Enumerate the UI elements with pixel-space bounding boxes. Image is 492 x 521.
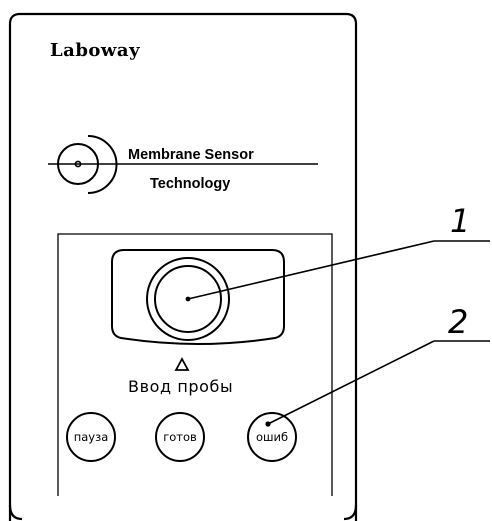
membrane-sensor-logo-icon xyxy=(48,135,318,194)
callout-2: 2 xyxy=(267,303,490,425)
control-panel xyxy=(57,233,333,496)
callout-2-number: 2 xyxy=(448,303,468,341)
callout-1-leader xyxy=(187,240,435,300)
brand-logo: Laboway xyxy=(50,40,140,61)
pause-button[interactable]: пауза xyxy=(66,412,116,462)
device-body-bottom-left xyxy=(8,504,23,521)
ready-button-label: готов xyxy=(163,430,197,444)
callout-2-leader xyxy=(267,340,435,425)
pause-button-label: пауза xyxy=(74,430,109,444)
device-body-bottom-right xyxy=(343,504,358,521)
ready-button[interactable]: готов xyxy=(155,412,205,462)
error-button-label: ошиб xyxy=(256,430,288,444)
sensor-label-line1: Membrane Sensor xyxy=(128,147,254,163)
callout-1: 1 xyxy=(187,202,490,300)
sample-input-arrow-icon xyxy=(174,357,190,371)
sensor-label-line2: Technology xyxy=(150,176,230,192)
device-body xyxy=(8,12,358,521)
error-button[interactable]: ошиб xyxy=(247,412,297,462)
callout-1-number: 1 xyxy=(450,202,470,240)
sample-input-port[interactable] xyxy=(146,257,230,341)
sample-input-label: Ввод пробы xyxy=(128,377,233,396)
sample-port-housing xyxy=(111,249,285,345)
